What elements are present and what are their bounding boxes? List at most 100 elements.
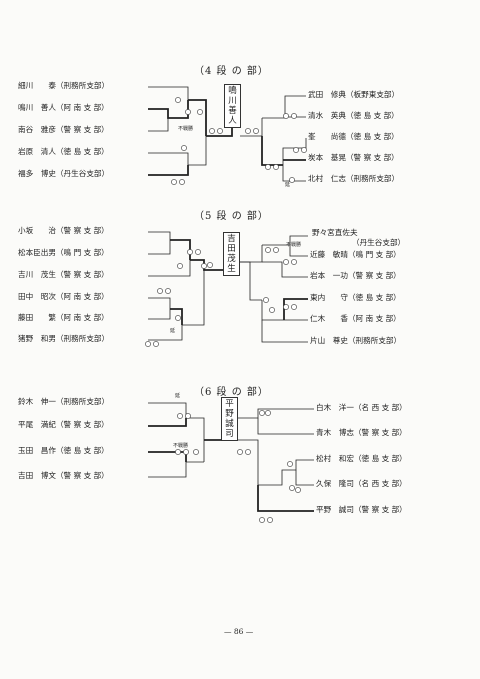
score-mark [291,113,297,119]
score-mark [187,249,193,255]
score-mark [197,109,203,115]
bracket-line [289,245,308,257]
bracket-line [262,235,308,246]
section-title-6dan: （6 段 の 部） [194,387,269,398]
left-player: 吉川 茂生（警 察 支 部） [18,270,109,279]
right-player: 近藤 敏晴（鳴 門 支 部） [310,250,401,259]
left-player: 松本臣出男（鳴 門 支 部） [18,248,109,257]
score-mark [201,263,207,269]
score-mark [145,341,151,347]
right-player: 武田 修典（板野東支部） [308,90,400,99]
score-mark [259,410,265,416]
bracket-line [261,320,308,343]
bracket-line [186,417,205,462]
score-mark [157,288,163,294]
bracket-line [148,231,171,240]
right-player: 片山 尊史（刑務所支部） [310,336,402,345]
score-mark [291,304,297,310]
bracket-line [282,165,306,182]
score-mark [289,485,295,491]
section-title-4dan: （4 段 の 部） [194,66,269,77]
bracket-line [170,239,191,260]
score-mark [153,341,159,347]
right-player: 北村 仁志（刑務所支部） [308,174,400,183]
bracket-line [148,309,171,320]
bracket-line [148,402,187,418]
left-player: 玉田 昌作（徳 島 支 部） [18,446,109,455]
score-mark [287,461,293,467]
left-player: 平尾 満紀（警 察 支 部） [18,420,109,429]
score-mark [295,487,301,493]
bracket-line [148,260,191,277]
bracket-line [238,261,262,301]
bracket-line [148,100,189,119]
right-player-top-branch: （丹生谷支部） [352,238,406,247]
section-title-5dan: （5 段 の 部） [194,211,269,222]
score-mark [193,449,199,455]
score-mark [283,259,289,265]
bracket-line [170,308,183,325]
score-mark [289,177,295,183]
left-player: 小坂 治（警 察 支 部） [18,226,109,235]
extension-note: 延 [175,393,181,399]
score-mark [259,517,265,523]
right-player: 松村 和宏（徳 島 支 部） [316,454,407,463]
bracket-line [258,459,314,486]
right-player: 炭本 基晃（警 察 支 部） [308,153,399,162]
bracket-line [148,240,171,255]
bracket-line [240,118,263,137]
bracket-line [188,99,207,136]
bracket-line [262,95,306,119]
score-mark [283,304,289,310]
left-player: 藤田 繁（阿 南 支 部） [18,313,109,322]
bracket-line [148,118,169,132]
left-player: 鳴川 善人（阿 南 支 部） [18,103,109,112]
score-mark [283,113,289,119]
left-player: 猪野 和男（刑務所支部） [18,334,110,343]
right-player: 仁木 香（阿 南 支 部） [310,314,401,323]
score-mark [185,413,191,419]
score-mark [165,288,171,294]
score-mark [269,307,275,313]
score-mark [183,449,189,455]
score-mark [237,449,243,455]
left-player: 細川 泰（刑務所支部） [18,81,110,90]
right-player: 峯 尚德（徳 島 支 部） [308,132,399,141]
bracket-line [148,86,189,100]
score-mark [217,128,223,134]
score-mark [291,259,297,265]
right-player: 白木 洋一（名 西 支 部） [316,403,407,412]
right-player-top: 野々宮直佐夫 [312,228,358,237]
bracket-line [224,126,233,137]
score-mark [207,262,213,268]
bracket-line [236,408,314,419]
score-mark [181,145,187,151]
bracket-line [236,439,259,485]
bracket-line [182,270,205,326]
extension-note: 延 [285,182,291,188]
bracket-line [148,152,189,165]
score-mark [177,263,183,269]
bracket-line [148,462,187,478]
winner-box: 吉 田 茂 生 [223,232,240,276]
score-mark [179,179,185,185]
score-mark [245,449,251,455]
left-player: 南谷 雅彦（警 察 支 部） [18,125,109,134]
bracket-line [148,165,189,176]
score-mark [195,249,201,255]
bracket-line [148,325,183,341]
bracket-line [238,245,263,263]
bracket-line [261,136,283,166]
score-mark [265,164,271,170]
bracket-line [257,418,314,435]
left-player: 福多 博史（丹生谷支部） [18,169,110,178]
score-mark [175,315,181,321]
page-number: — 86 — [224,627,254,636]
score-mark [265,247,271,253]
score-mark [263,297,269,303]
walkover-note: 不戦勝 [178,126,194,132]
score-mark [175,97,181,103]
left-player: 田中 昭次（阿 南 支 部） [18,292,109,301]
